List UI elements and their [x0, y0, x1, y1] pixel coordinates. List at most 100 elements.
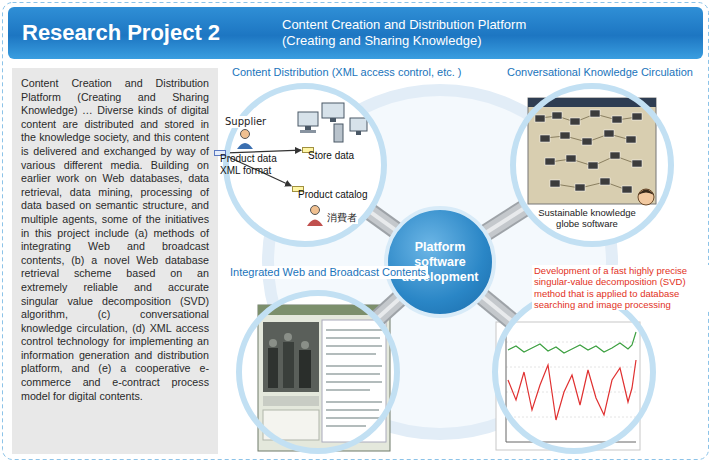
tile — [604, 130, 614, 137]
monitor — [322, 103, 344, 118]
circle-ground — [496, 294, 652, 450]
text-line — [326, 389, 370, 391]
circle-heading: Development of a fast highly precise sin… — [532, 265, 710, 310]
pipe-highlight — [369, 211, 397, 231]
grid-line — [506, 392, 636, 393]
person-body — [307, 220, 323, 227]
circle-heading: Content Distribution (XML access control… — [230, 66, 463, 79]
link-line — [555, 182, 627, 190]
pipe-connector — [485, 208, 526, 234]
person-head — [241, 130, 250, 139]
description-text: Content Creation and Distribution Platfo… — [21, 77, 209, 403]
person-head — [311, 206, 320, 215]
circle-ground — [514, 87, 670, 243]
tile — [570, 118, 580, 125]
info-box — [263, 410, 319, 440]
topic-circle: Conversational Knowledge CirculationSust… — [510, 83, 674, 247]
child-hair — [638, 190, 654, 196]
tile — [545, 158, 555, 165]
child-face — [638, 189, 654, 205]
figure-head — [269, 339, 277, 347]
figure-silhouette — [283, 342, 294, 388]
tile — [622, 186, 632, 193]
page-border — [3, 3, 709, 460]
tile — [552, 112, 562, 119]
text-line — [326, 381, 382, 383]
person-body — [237, 143, 253, 149]
pipe-highlight — [485, 208, 526, 234]
monitor-stand — [305, 126, 311, 130]
monitor — [350, 118, 367, 131]
x-axis — [506, 442, 636, 443]
tile — [540, 135, 550, 142]
tile — [612, 116, 622, 123]
screen — [528, 98, 656, 204]
box-label: Store data — [308, 150, 354, 162]
text-line — [326, 425, 366, 427]
tile — [610, 152, 620, 159]
monitor-stand — [356, 131, 361, 135]
pipe-shadow — [377, 298, 401, 320]
text-line — [326, 417, 382, 419]
box-label: Product data XML format — [220, 153, 284, 177]
keyboard — [300, 130, 316, 133]
grid-line — [506, 417, 636, 418]
figure-label: 消費者 — [326, 212, 358, 224]
pipe-shadow — [369, 211, 397, 231]
topic-circle: Development of a fast highly precise sin… — [492, 290, 656, 454]
tile — [626, 136, 636, 143]
y-axis — [506, 328, 507, 442]
monitor-stand — [330, 118, 336, 122]
text-line — [326, 365, 382, 367]
grid-line — [506, 342, 636, 343]
text-line — [326, 373, 380, 375]
text-line — [326, 353, 376, 355]
tile — [575, 184, 585, 191]
figure-silhouette — [299, 350, 311, 388]
pipe-connector — [377, 298, 401, 320]
pipe-shadow — [485, 208, 526, 234]
server-tower — [334, 124, 343, 142]
topic-circle: Integrated Web and Broadcast Contents — [236, 290, 400, 454]
svd-chart — [496, 322, 640, 450]
data-box: Store data — [302, 147, 314, 153]
figure-head — [284, 333, 292, 341]
pipe-shadow — [481, 296, 513, 322]
chart-frame — [496, 322, 640, 450]
tile — [560, 132, 570, 139]
globe-screenshot — [528, 98, 656, 205]
header-band: Research Project 2 Content Creation and D… — [8, 7, 703, 59]
circle-ground — [240, 294, 396, 450]
video-frame — [263, 322, 319, 392]
pipe-connector — [369, 211, 397, 231]
figure-head — [301, 341, 309, 349]
arrow-connector — [227, 150, 301, 153]
broadcast-screenshot — [258, 305, 390, 451]
screen — [258, 305, 390, 451]
text-panel: Content Creation and Distribution Platfo… — [12, 68, 218, 454]
text-line — [326, 329, 382, 331]
text-line — [326, 401, 382, 403]
tile — [535, 115, 545, 122]
control-bar — [263, 396, 319, 406]
pipe-highlight — [377, 298, 401, 320]
project-title: Research Project 2 — [22, 20, 220, 46]
title-bar — [258, 305, 390, 315]
project-subtitle: Content Creation and Distribution Platfo… — [282, 17, 582, 49]
tile — [632, 160, 642, 167]
data-box: Product data XML format — [214, 150, 226, 156]
figure-silhouette — [268, 348, 278, 388]
grid-line — [506, 367, 636, 368]
pipe-connector — [481, 296, 513, 322]
person-icons — [237, 130, 323, 227]
text-line — [326, 345, 382, 347]
text-line — [326, 409, 379, 411]
title-bar — [528, 98, 656, 107]
box-label: Product catalog — [298, 189, 368, 201]
red-series — [508, 360, 636, 420]
tile — [582, 138, 592, 145]
circle-heading: Integrated Web and Broadcast Contents — [228, 266, 428, 279]
thumbnail-tiles — [535, 110, 642, 193]
hub-circle: Platform software development — [384, 206, 496, 318]
